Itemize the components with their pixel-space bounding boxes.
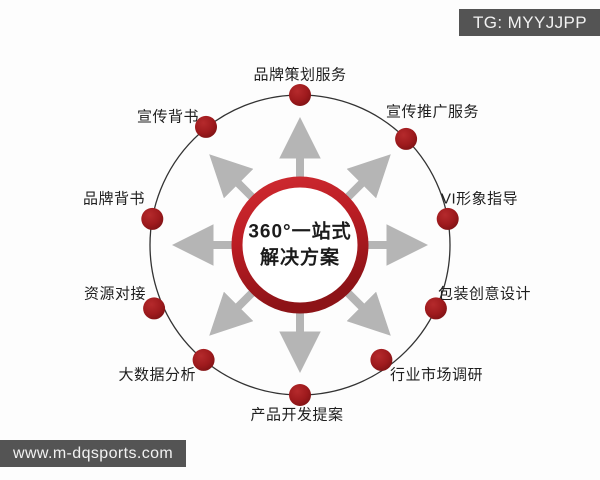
node-dot-chanpin-tian[interactable]	[289, 384, 311, 406]
telegram-watermark-badge: TG: MYYJJPP	[459, 9, 600, 36]
node-dot-vi-xingxiang[interactable]	[436, 207, 459, 230]
node-dot-xuanchuan-bs[interactable]	[195, 115, 217, 138]
node-label-pinpai-beishu[interactable]: 品牌背书	[82, 190, 145, 208]
node-dot-dashuju[interactable]	[192, 348, 215, 371]
node-dot-hangye-diaoyan[interactable]	[370, 348, 393, 371]
node-label-chanpin-kaifa[interactable]: 产品开发提案	[250, 406, 344, 424]
node-dot-baozhuang[interactable]	[424, 297, 447, 320]
node-label-xuanchuan-tuiguang[interactable]: 宣传推广服务	[386, 103, 480, 121]
node-dot-ziyuan-duijie[interactable]	[143, 297, 166, 320]
node-dots-group	[141, 84, 459, 406]
node-dot-xuanchuan-tg[interactable]	[395, 127, 418, 150]
node-label-hangye-shichang[interactable]: 行业市场调研	[390, 366, 484, 384]
node-label-dashuju-fenxi[interactable]: 大数据分析	[118, 366, 196, 384]
node-label-xuanchuan-beishu[interactable]: 宣传背书	[136, 108, 199, 126]
node-label-vi-xingxiang[interactable]: VI形象指导	[441, 190, 519, 208]
node-label-ziyuan-duijie[interactable]: 资源对接	[83, 285, 146, 303]
node-dot-pinpai-beishu[interactable]	[141, 207, 164, 230]
center-red-ring	[231, 176, 369, 314]
node-label-baozhuang-chuangyi[interactable]: 包装创意设计	[438, 285, 532, 303]
node-dot-pinpai-cehua[interactable]	[289, 84, 311, 106]
node-label-pinpai-cehua[interactable]: 品牌策划服务	[253, 66, 347, 84]
site-watermark-badge: www.m-dqsports.com	[0, 440, 187, 467]
